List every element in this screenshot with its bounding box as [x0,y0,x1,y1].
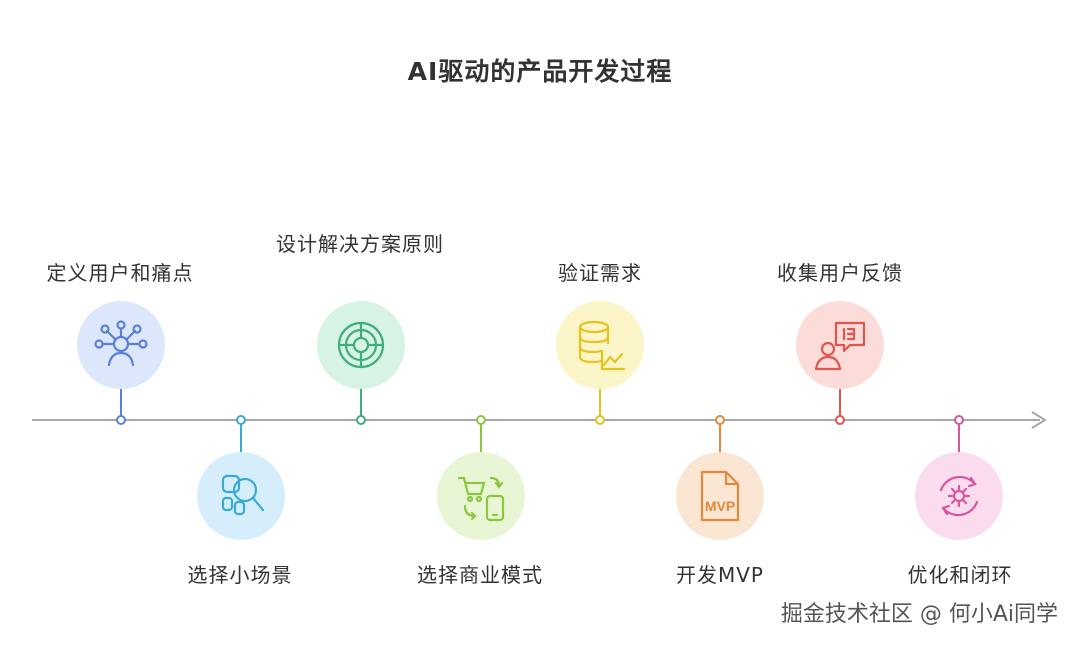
cart-phone-icon [457,476,505,522]
step-3-dot [356,415,366,425]
feedback-user-icon [814,321,866,371]
step-7-stem [839,388,841,418]
target-wheel-icon [337,321,385,369]
step-8-stem [958,422,960,454]
step-2-icon-circle [197,452,285,540]
mvp-document-icon: MVP [700,470,740,522]
step-2-label: 选择小场景 [187,563,293,587]
step-5-stem [599,388,601,418]
watermark: 掘金技术社区 @ 何小Ai同学 [780,602,1058,627]
step-2-stem [240,422,242,454]
search-scene-icon [221,474,265,516]
step-6-label: 开发MVP [676,563,764,587]
gear-cycle-icon [939,475,979,517]
step-8-icon-circle [915,452,1003,540]
step-3-icon-circle [317,301,405,389]
step-6-stem [719,422,721,454]
step-5-dot [595,415,605,425]
step-4-stem [480,422,482,454]
step-1-stem [120,388,122,418]
step-2-dot [236,415,246,425]
step-4-dot [476,415,486,425]
mvp-icon-text: MVP [705,498,735,514]
user-network-icon [94,320,148,367]
step-1-icon-circle [77,301,165,389]
step-5-label: 验证需求 [558,261,642,285]
step-7-label: 收集用户反馈 [777,261,903,285]
step-8-dot [954,415,964,425]
step-7-dot [835,415,845,425]
diagram-title: AI驱动的产品开发过程 [407,57,673,86]
step-8-label: 优化和闭环 [907,563,1013,587]
step-7-icon-circle [796,301,884,389]
step-3-label: 设计解决方案原则 [276,232,444,256]
step-3-stem [360,388,362,418]
step-6-dot [715,415,725,425]
step-5-icon-circle [556,301,644,389]
step-4-label: 选择商业模式 [417,563,543,587]
step-1-dot [116,415,126,425]
step-4-icon-circle [437,452,525,540]
step-1-label: 定义用户和痛点 [46,261,194,285]
database-chart-icon [578,320,626,371]
step-6-icon-circle: MVP [676,452,764,540]
